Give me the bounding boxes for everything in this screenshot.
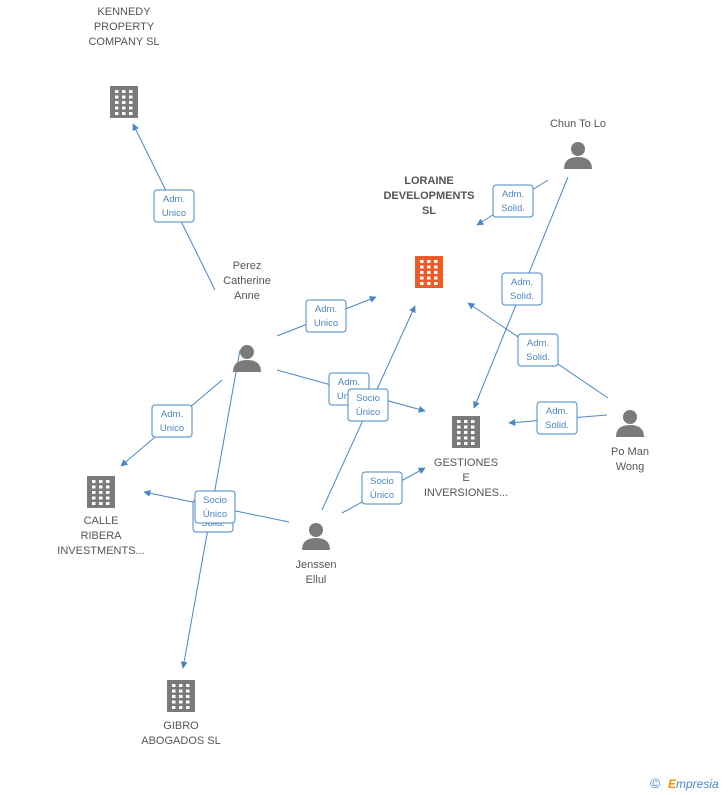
node-loraine[interactable]: LORAINE DEVELOPMENTS SL — [383, 175, 475, 288]
edge-label-box — [501, 272, 543, 306]
node-label-gibro: GIBRO — [163, 720, 199, 732]
person-icon — [616, 410, 644, 437]
node-label-gestiones: GESTIONES — [434, 457, 498, 469]
node-label-loraine: LORAINE — [404, 175, 454, 187]
person-icon — [302, 523, 330, 550]
brand-logo[interactable]: Empresia — [668, 777, 719, 791]
person-icon — [564, 142, 592, 169]
edge-label-line: Unico — [160, 423, 184, 434]
edge-label-line: Socio — [356, 393, 380, 404]
node-label-loraine: DEVELOPMENTS — [383, 190, 474, 202]
node-label-loraine: SL — [422, 205, 436, 217]
edge-labels: Adm.UnicoAdm.UnicoAdm.UnicoAdm.UnicoAdm.… — [151, 184, 578, 533]
edge-label-line: Unico — [314, 318, 338, 329]
node-label-calle: CALLE — [84, 515, 119, 527]
edge-label-line: Socio — [203, 495, 227, 506]
edge-label-line: Solid. — [545, 420, 569, 431]
edge-label-line: Adm. — [502, 189, 524, 200]
edge-label-line: Solid. — [510, 291, 534, 302]
edge-label-chun-to-gestiones[interactable]: Adm. Solid. — [501, 272, 543, 306]
node-label-po: Po Man — [611, 446, 649, 458]
node-label-kennedy: COMPANY SL — [88, 36, 159, 48]
edge-label-line: Único — [203, 509, 227, 520]
node-label-jenssen: Ellul — [306, 574, 327, 586]
edge-label-line: Adm. — [161, 409, 183, 420]
nodes-layer: KENNEDY PROPERTY COMPANY SL LORAINE DEVELOPM… — [57, 6, 649, 747]
edge-label-line: Adm. — [511, 277, 533, 288]
node-label-po: Wong — [616, 461, 645, 473]
edge-label-line: Único — [356, 407, 380, 418]
brand-initial: E — [668, 777, 677, 791]
edge-label-po-to-loraine[interactable]: Adm. Solid. — [517, 333, 559, 367]
building-icon — [87, 476, 115, 508]
node-kennedy[interactable]: KENNEDY PROPERTY COMPANY SL — [88, 6, 160, 118]
node-calle[interactable]: CALLE RIBERA INVESTMENTS... — [57, 476, 145, 557]
edge-label-line: Adm. — [315, 304, 337, 315]
node-label-gestiones: E — [462, 472, 469, 484]
brand-rest: mpresia — [676, 777, 719, 791]
building-icon — [452, 416, 480, 448]
node-label-gestiones: INVERSIONES... — [424, 487, 508, 499]
edge-label-chun-to-loraine[interactable]: Adm. Solid. — [492, 184, 534, 218]
edge-label-perez-to-loraine[interactable]: Adm. Unico — [305, 299, 347, 333]
node-label-calle: INVESTMENTS... — [57, 545, 144, 557]
edge-label-box — [151, 404, 193, 438]
edge-label-line: Socio — [370, 476, 394, 487]
building-icon — [110, 86, 138, 118]
node-label-perez: Perez — [233, 260, 262, 272]
edge-label-line: Adm. — [338, 377, 360, 388]
edge-label-line: Adm. — [527, 338, 549, 349]
edge-label-perez-to-calle[interactable]: Adm. Unico — [151, 404, 193, 438]
node-gibro[interactable]: GIBRO ABOGADOS SL — [141, 680, 221, 747]
node-label-jenssen: Jenssen — [296, 559, 337, 571]
node-label-perez: Anne — [234, 290, 260, 302]
building-icon — [167, 680, 195, 712]
edge-label-line: Solid. — [526, 352, 550, 363]
node-chun[interactable]: Chun To Lo — [550, 118, 606, 169]
edge-label-box — [194, 490, 236, 524]
node-gestiones[interactable]: GESTIONES E INVERSIONES... — [424, 416, 508, 499]
node-label-kennedy: KENNEDY — [97, 6, 151, 18]
edge-label-line: Único — [370, 490, 394, 501]
edge-label-line: Solid. — [501, 203, 525, 214]
node-label-chun: Chun To Lo — [550, 118, 606, 130]
person-icon — [233, 345, 261, 372]
node-label-kennedy: PROPERTY — [94, 21, 155, 33]
node-label-calle: RIBERA — [81, 530, 123, 542]
edge-label-box — [517, 333, 559, 367]
edge-label-po-to-gestiones[interactable]: Adm. Solid. — [536, 401, 578, 435]
focus-building-icon — [415, 256, 443, 288]
edge-label-line: Unico — [162, 208, 186, 219]
edge-label-box — [492, 184, 534, 218]
edge-label-box — [347, 388, 389, 422]
edge-label-line: Adm. — [546, 406, 568, 417]
edge-label-box — [305, 299, 347, 333]
node-label-perez: Catherine — [223, 275, 271, 287]
node-label-gibro: ABOGADOS SL — [141, 735, 220, 747]
copyright-icon: © — [650, 775, 661, 791]
edge-label-box — [153, 189, 195, 223]
edge-label-line: Adm. — [163, 194, 185, 205]
edge-label-box — [536, 401, 578, 435]
edge-label-box — [361, 471, 403, 505]
edge-label-perez-to-kennedy[interactable]: Adm. Unico — [153, 189, 195, 223]
